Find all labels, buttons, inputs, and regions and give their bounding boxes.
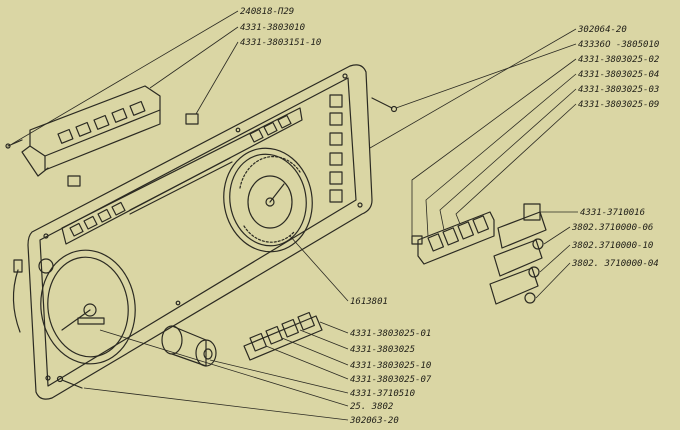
label-1613801: 1613801 [350, 297, 388, 307]
instrument-panel [27, 64, 373, 400]
relay-knob [528, 266, 540, 278]
label-4331-3803025-04: 4331-3803025-04 [578, 70, 659, 80]
panel-button-column [329, 94, 343, 203]
label-4331-3803025-07: 4331-3803025-07 [350, 375, 432, 385]
switch-group-bottom [243, 311, 323, 361]
screw-240818 [5, 139, 23, 149]
label-4333-3805010: 43336О -3805010 [578, 40, 659, 50]
label-4331-3803025-02: 4331-3803025-02 [578, 55, 659, 65]
side-clip [13, 259, 23, 273]
mount-hole [342, 73, 348, 79]
label-4331-3803025-01: 4331-3803025-01 [350, 329, 431, 339]
label-4331-3803025-10: 4331-3803025-10 [350, 361, 431, 371]
switch-cap-upper [185, 113, 199, 125]
tachometer-gauge [40, 249, 136, 365]
indicator-strip [61, 107, 303, 245]
label-302064-20: 302064-20 [577, 25, 627, 35]
label-25-3802: 25. 3802 [350, 402, 393, 412]
label-4331-3803025-03: 4331-3803025-03 [578, 85, 659, 95]
label-4331-3803025-09: 4331-3803025-09 [578, 100, 659, 110]
label-4331-3710016: 4331-3710016 [580, 208, 645, 218]
screw-302063 [56, 375, 83, 389]
label-4331-3803010: 4331-3803010 [240, 23, 305, 33]
speedometer-gauge [223, 147, 313, 253]
leader-lines [11, 10, 578, 421]
switch-cap-lower [67, 175, 81, 187]
switch-group-right [411, 211, 495, 265]
mount-hole [45, 375, 51, 381]
ignition-switch [161, 325, 217, 367]
screw-302064 [371, 97, 398, 113]
part-labels: 240818-П29 4331-3803010 4331-3803151-10 … [240, 7, 659, 426]
label-4331-3710510: 4331-3710510 [350, 389, 415, 399]
label-3802-3710000-04: 3802. 3710000-04 [571, 259, 659, 269]
switch-block-top-left [21, 85, 161, 177]
strip-cells [69, 114, 292, 237]
mount-hole [175, 300, 181, 306]
mount-hole [43, 233, 49, 239]
side-bracket [12, 269, 21, 333]
warning-lamp [38, 258, 54, 274]
label-4331-3803151-10: 4331-3803151-10 [240, 38, 321, 48]
relay-knob [524, 292, 536, 304]
label-302063-20: 302063-20 [349, 416, 399, 426]
mount-hole [235, 127, 241, 133]
label-240818: 240818-П29 [240, 7, 294, 17]
label-3802-3710000-10: 3802.3710000-10 [571, 241, 653, 251]
label-4331-3803025: 4331-3803025 [350, 345, 415, 355]
mount-hole [357, 202, 363, 208]
label-3802-3710000-06: 3802.3710000-06 [571, 223, 653, 233]
relay-knob [532, 238, 544, 250]
